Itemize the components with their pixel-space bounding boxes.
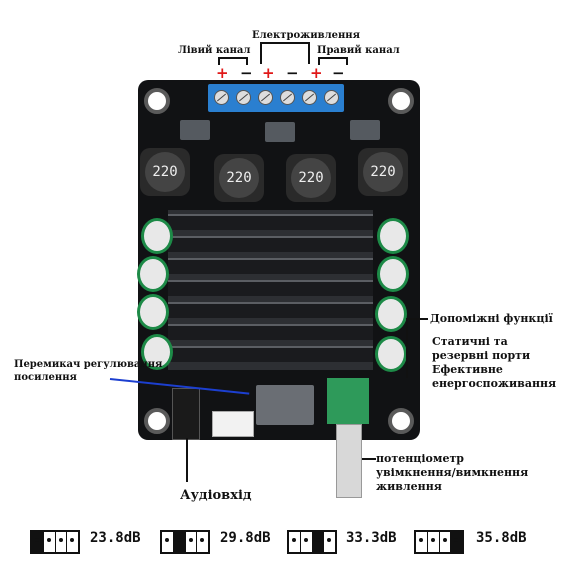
terminal-sign: + [216,64,229,82]
capacitor [141,334,173,370]
terminal-sign: + [310,64,323,82]
capacitor [137,294,169,330]
heatsink-fin [168,214,373,230]
callout-line [406,318,408,378]
power-bracket [260,42,310,44]
audio-input-label: Аудіовхід [180,488,252,503]
mount-hole [388,88,414,114]
power-label: Електроживлення [252,30,361,41]
heatsink-fin [168,324,373,340]
terminal-sign: − [240,64,253,82]
power-bracket-tick [260,42,262,64]
audio-jack[interactable] [172,388,200,440]
output-chokes [256,385,314,425]
callout-line [406,318,428,320]
left-bracket [218,57,248,59]
right-bracket [318,57,348,59]
inductor-marking: 220 [145,152,185,192]
callout-line [186,438,188,482]
heatsink-fin [168,236,373,252]
capacitor [377,218,409,254]
left-channel-label: Лівий канал [178,45,251,56]
inductor: 220 [358,148,408,196]
heatsink [168,210,373,370]
ports-label: Статичні та резервні порти Ефективне ене… [432,335,557,390]
screw-icon [236,90,251,105]
capacitor [137,256,169,292]
jumper-icon [287,530,337,554]
smd-chip [180,120,210,140]
screw-icon [302,90,317,105]
screw-terminal-block [208,84,344,112]
gain-value: 29.8dB [220,530,271,546]
screw-icon [214,90,229,105]
gain-value: 35.8dB [476,530,527,546]
potentiometer[interactable] [327,378,369,424]
left-bracket-tick [246,57,248,65]
inductor: 220 [140,148,190,196]
gain-value: 23.8dB [90,530,141,546]
input-connector[interactable] [212,411,254,437]
potentiometer-label: потенціометр увімкнення/вимкнення живлен… [376,452,529,493]
inductor-marking: 220 [291,158,331,198]
capacitor [375,296,407,332]
capacitor [375,336,407,372]
jumper-icon [160,530,210,554]
inductor-marking: 220 [219,158,259,198]
gain-switch-label: Перемикач регулювання посилення [14,359,163,383]
capacitor [377,256,409,292]
aux-functions-label: Допоміжні функції [430,312,553,325]
mount-hole [144,408,170,434]
left-bracket-tick [218,57,220,65]
screw-icon [324,90,339,105]
callout-line [362,458,376,460]
heatsink-fin [168,280,373,296]
gain-value: 33.3dB [346,530,397,546]
right-channel-label: Правий канал [317,45,400,56]
heatsink-fin [168,346,373,362]
mount-hole [388,408,414,434]
screw-icon [258,90,273,105]
inductor-marking: 220 [363,152,403,192]
jumper-icon [30,530,80,554]
heatsink-fin [168,302,373,318]
inductor: 220 [286,154,336,202]
capacitor [141,218,173,254]
right-bracket-tick [318,57,320,65]
right-bracket-tick [346,57,348,65]
inductor: 220 [214,154,264,202]
smd-chip [350,120,380,140]
screw-icon [280,90,295,105]
power-bracket-tick [308,42,310,64]
terminal-sign: − [332,64,345,82]
terminal-sign: − [286,64,299,82]
heatsink-fin [168,258,373,274]
jumper-icon [414,530,464,554]
potentiometer-shaft[interactable] [336,424,362,498]
terminal-sign: + [262,64,275,82]
mount-hole [144,88,170,114]
smd-chip [265,122,295,142]
